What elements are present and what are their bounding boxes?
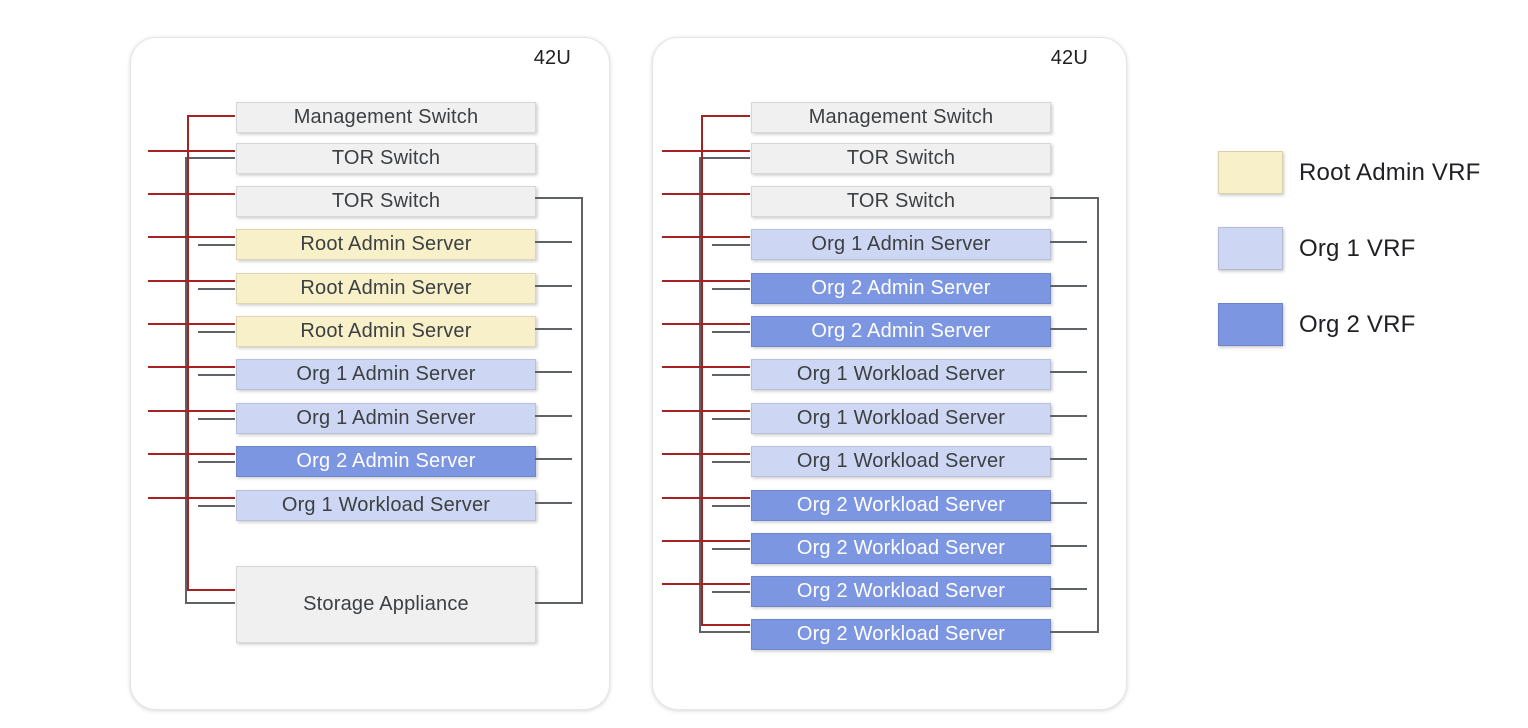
rack-unit-tor-switch: TOR Switch (236, 185, 536, 217)
legend-swatch-root-admin-vrf (1218, 151, 1283, 194)
rack-unit-org-1-workload-server: Org 1 Workload Server (751, 358, 1051, 390)
rack-unit-org-2-workload-server: Org 2 Workload Server (751, 575, 1051, 607)
legend-label: Root Admin VRF (1299, 158, 1481, 186)
rack-unit-org-1-workload-server: Org 1 Workload Server (751, 402, 1051, 434)
rack-unit-root-admin-server: Root Admin Server (236, 228, 536, 260)
rack-unit-tor-switch: TOR Switch (751, 142, 1051, 174)
legend-swatch-org-1-vrf (1218, 227, 1283, 270)
rack-capacity-label: 42U (533, 47, 571, 69)
rack-unit-org-2-admin-server: Org 2 Admin Server (751, 315, 1051, 347)
legend: Root Admin VRF Org 1 VRF Org 2 VRF (1218, 0, 1528, 728)
legend-item-org-2-vrf: Org 2 VRF (1218, 303, 1416, 346)
rack-unit-org-1-workload-server: Org 1 Workload Server (236, 489, 536, 521)
rack-unit-org-2-admin-server: Org 2 Admin Server (236, 445, 536, 477)
rack-unit-management-switch: Management Switch (751, 101, 1051, 133)
rack-unit-org-2-admin-server: Org 2 Admin Server (751, 272, 1051, 304)
rack-unit-org-1-admin-server: Org 1 Admin Server (751, 228, 1051, 260)
rack-unit-tor-switch: TOR Switch (236, 142, 536, 174)
rack-unit-storage-appliance: Storage Appliance (236, 566, 536, 643)
rack-unit-management-switch: Management Switch (236, 101, 536, 133)
legend-item-org-1-vrf: Org 1 VRF (1218, 227, 1416, 270)
rack-unit-org-2-workload-server: Org 2 Workload Server (751, 532, 1051, 564)
rack-unit-org-1-admin-server: Org 1 Admin Server (236, 402, 536, 434)
legend-label: Org 2 VRF (1299, 310, 1416, 338)
rack-unit-org-1-admin-server: Org 1 Admin Server (236, 358, 536, 390)
rack-unit-root-admin-server: Root Admin Server (236, 272, 536, 304)
legend-item-root-admin-vrf: Root Admin VRF (1218, 151, 1481, 194)
rack-unit-org-2-workload-server: Org 2 Workload Server (751, 489, 1051, 521)
rack-unit-tor-switch: TOR Switch (751, 185, 1051, 217)
rack-unit-org-2-workload-server: Org 2 Workload Server (751, 618, 1051, 650)
legend-swatch-org-2-vrf (1218, 303, 1283, 346)
legend-label: Org 1 VRF (1299, 234, 1416, 262)
rack-unit-org-1-workload-server: Org 1 Workload Server (751, 445, 1051, 477)
rack-capacity-label: 42U (1050, 47, 1088, 69)
rack-unit-root-admin-server: Root Admin Server (236, 315, 536, 347)
